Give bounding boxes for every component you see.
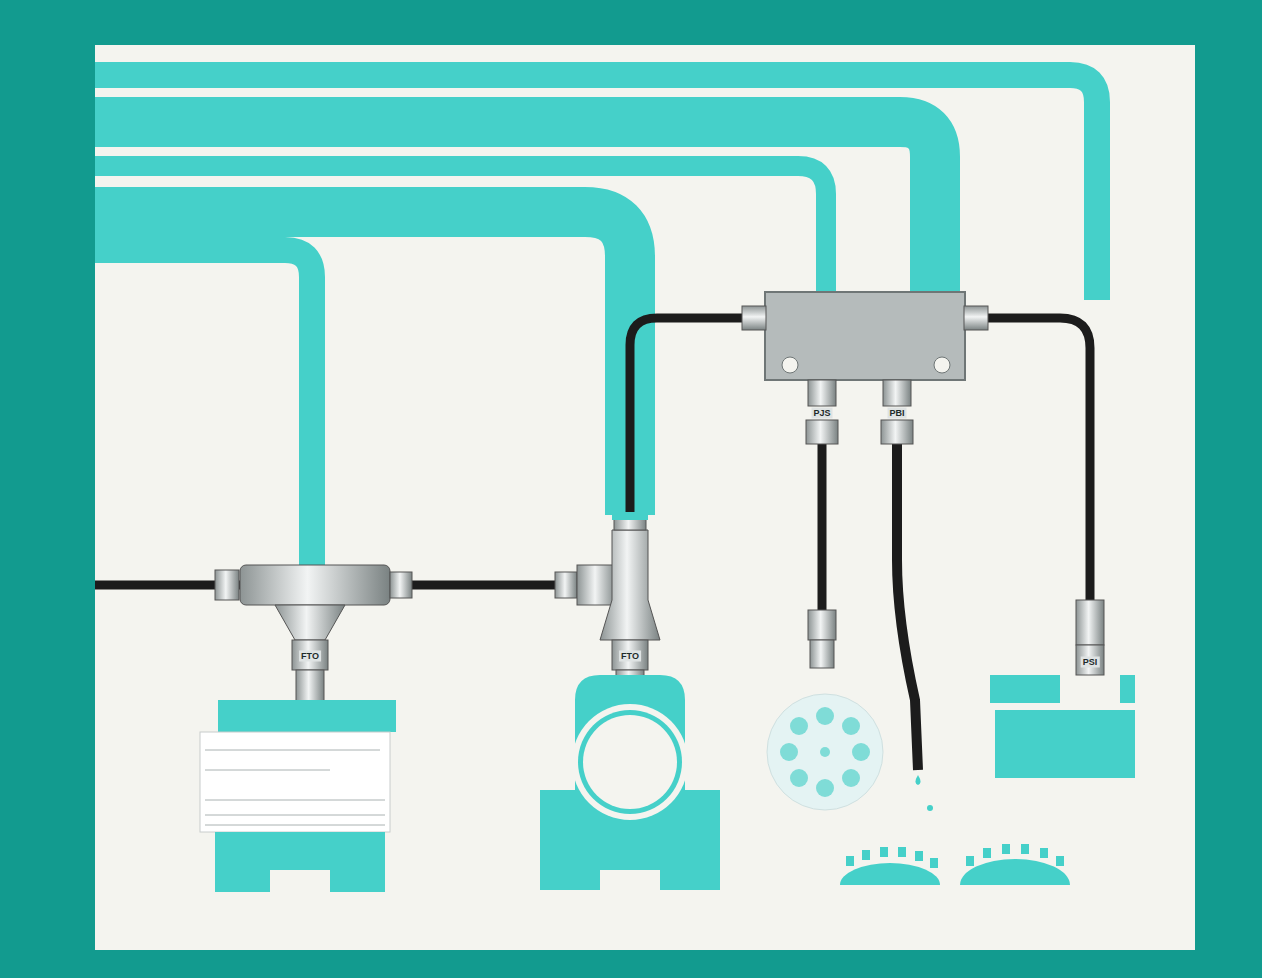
fitting-stamp: PBI <box>887 408 906 419</box>
distribution-block <box>765 292 965 380</box>
slide-block <box>200 700 396 892</box>
fitting-stamp: FTO <box>619 651 641 662</box>
pillow-block <box>540 675 720 890</box>
panel <box>95 45 1195 950</box>
fitting-stamp: PJS <box>811 408 832 419</box>
fitting-stamp: PSI <box>1081 657 1100 668</box>
fitting-stamp: FTO <box>299 651 321 662</box>
reservoir-box <box>990 675 1135 778</box>
gears <box>840 844 1070 885</box>
fittings <box>215 380 1104 702</box>
supply-bands <box>95 75 1097 572</box>
bearing-disc <box>767 694 883 810</box>
